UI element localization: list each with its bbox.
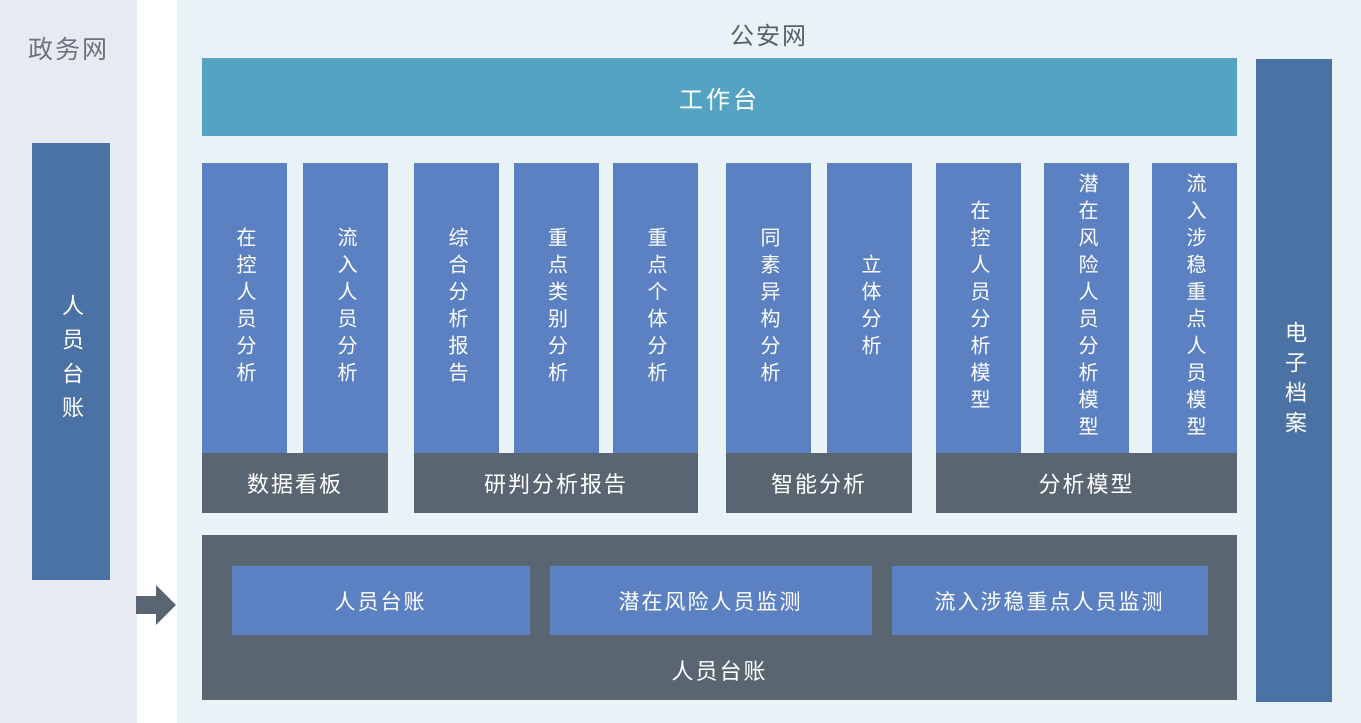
module-label: 流入人员分析 <box>334 227 356 389</box>
module-tongsu-yigou-fenxi: 同素异构分析 <box>726 163 811 453</box>
group-data-dashboard: 在控人员分析 流入人员分析 数据看板 <box>202 163 388 513</box>
workbench-label: 工作台 <box>679 86 760 114</box>
flow-arrow-icon <box>136 585 176 625</box>
police-network-title: 公安网 <box>730 23 808 50</box>
personnel-ledger-section-label: 人员台账 <box>671 659 768 684</box>
module-label: 在控人员分析模型 <box>967 200 989 416</box>
module-qianzai-fengxian-renyuan-fenxi-moxing: 潜在风险人员分析模型 <box>1044 163 1129 453</box>
button-potential-risk-monitoring: 潜在风险人员监测 <box>549 566 872 635</box>
group-footer-analysis-models: 分析模型 <box>936 453 1237 513</box>
button-inflow-key-person-monitoring: 流入涉稳重点人员监测 <box>891 566 1208 635</box>
government-network-panel: 政务网 人员台账 <box>0 0 137 723</box>
group-analysis-reports: 综合分析报告 重点类别分析 重点个体分析 研判分析报告 <box>414 163 698 513</box>
module-label: 潜在风险人员分析模型 <box>1075 173 1097 443</box>
module-liuru-shewen-zhongdian-renyuan-moxing: 流入涉稳重点人员模型 <box>1152 163 1237 453</box>
module-zonghe-fenxi-baogao: 综合分析报告 <box>414 163 499 453</box>
personnel-ledger-source-bar: 人员台账 <box>32 143 110 580</box>
module-zaikong-renyuan-fenxi: 在控人员分析 <box>202 163 287 453</box>
group-columns: 在控人员分析 流入人员分析 <box>202 163 388 453</box>
group-analysis-models: 在控人员分析模型 潜在风险人员分析模型 流入涉稳重点人员模型 分析模型 <box>936 163 1237 513</box>
module-label: 综合分析报告 <box>445 227 467 389</box>
module-label: 重点个体分析 <box>644 227 666 389</box>
module-label: 重点类别分析 <box>544 227 567 389</box>
ledger-buttons-row: 人员台账 潜在风险人员监测 流入涉稳重点人员监测 <box>202 566 1237 635</box>
module-liti-fenxi: 立体分析 <box>827 163 912 453</box>
group-columns: 同素异构分析 立体分析 <box>726 163 912 453</box>
group-columns: 在控人员分析模型 潜在风险人员分析模型 流入涉稳重点人员模型 <box>936 163 1237 453</box>
group-intelligent-analysis: 同素异构分析 立体分析 智能分析 <box>726 163 912 513</box>
module-liuru-renyuan-fenxi: 流入人员分析 <box>303 163 388 453</box>
personnel-ledger-source-label: 人员台账 <box>59 293 84 430</box>
group-footer-analysis-reports: 研判分析报告 <box>414 453 698 513</box>
group-footer-data-dashboard: 数据看板 <box>202 453 388 513</box>
government-network-title: 政务网 <box>27 36 109 64</box>
module-zhongdian-leibie-fenxi: 重点类别分析 <box>513 163 599 453</box>
module-label: 流入涉稳重点人员模型 <box>1183 173 1205 443</box>
group-columns: 综合分析报告 重点类别分析 重点个体分析 <box>414 163 698 453</box>
button-personnel-ledger: 人员台账 <box>231 566 530 635</box>
module-zaikong-renyuan-fenxi-moxing: 在控人员分析模型 <box>936 163 1021 453</box>
module-zhongdian-geti-fenxi: 重点个体分析 <box>613 163 698 453</box>
module-label: 在控人员分析 <box>233 227 255 389</box>
police-network-panel: 公安网 工作台 在控人员分析 流入人员分析 数据看板 综合分析报告 <box>177 0 1361 723</box>
electronic-archive-bar: 电子档案 <box>1256 59 1332 702</box>
personnel-ledger-section: 人员台账 潜在风险人员监测 流入涉稳重点人员监测 人员台账 <box>202 535 1237 700</box>
electronic-archive-label: 电子档案 <box>1282 320 1307 441</box>
module-label: 同素异构分析 <box>757 227 779 389</box>
group-footer-intelligent-analysis: 智能分析 <box>726 453 912 513</box>
workbench-bar: 工作台 <box>202 58 1237 136</box>
module-label: 立体分析 <box>858 254 880 362</box>
